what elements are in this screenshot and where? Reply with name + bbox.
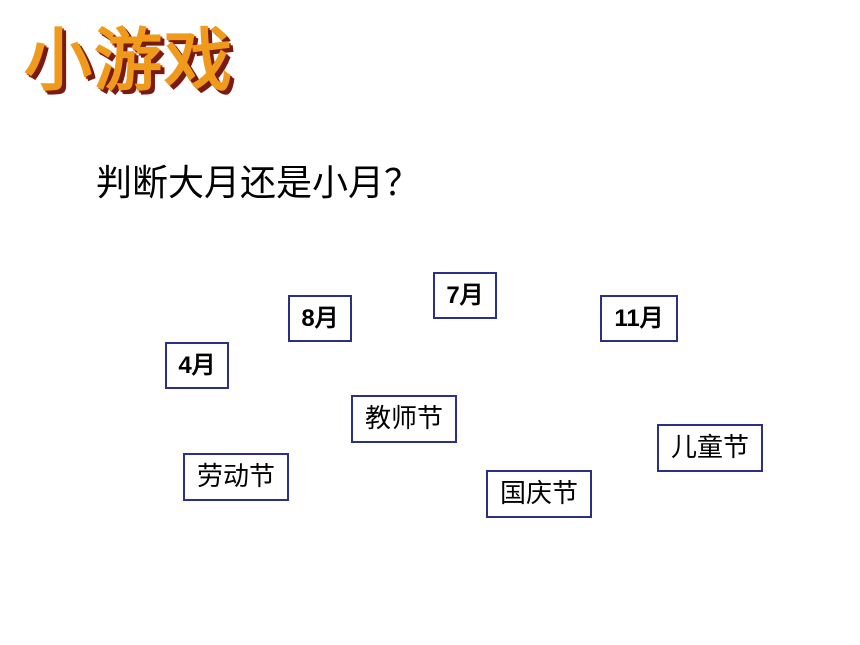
slide-title: 小游戏 (24, 22, 235, 101)
festival-card-teachers-day-label: 教师节 (364, 404, 443, 434)
festival-card-childrens-day[interactable]: 儿童节 (657, 424, 763, 472)
month-card-4[interactable]: 4月 (165, 342, 229, 389)
month-card-8-label: 8月 (301, 304, 339, 332)
month-card-4-label: 4月 (178, 351, 216, 379)
festival-card-national-day-label: 国庆节 (499, 479, 578, 509)
festival-card-labor-day[interactable]: 劳动节 (183, 453, 289, 501)
festival-card-labor-day-label: 劳动节 (196, 462, 275, 492)
festival-card-teachers-day[interactable]: 教师节 (351, 395, 457, 443)
month-card-7-label: 7月 (446, 281, 484, 309)
month-card-11[interactable]: 11月 (600, 295, 678, 342)
month-card-7[interactable]: 7月 (433, 272, 497, 319)
question-text: 判断大月还是小月？ (96, 163, 421, 204)
festival-card-childrens-day-label: 儿童节 (670, 433, 749, 463)
month-card-11-label: 11月 (614, 304, 664, 332)
month-card-8[interactable]: 8月 (288, 295, 352, 342)
festival-card-national-day[interactable]: 国庆节 (486, 470, 592, 518)
